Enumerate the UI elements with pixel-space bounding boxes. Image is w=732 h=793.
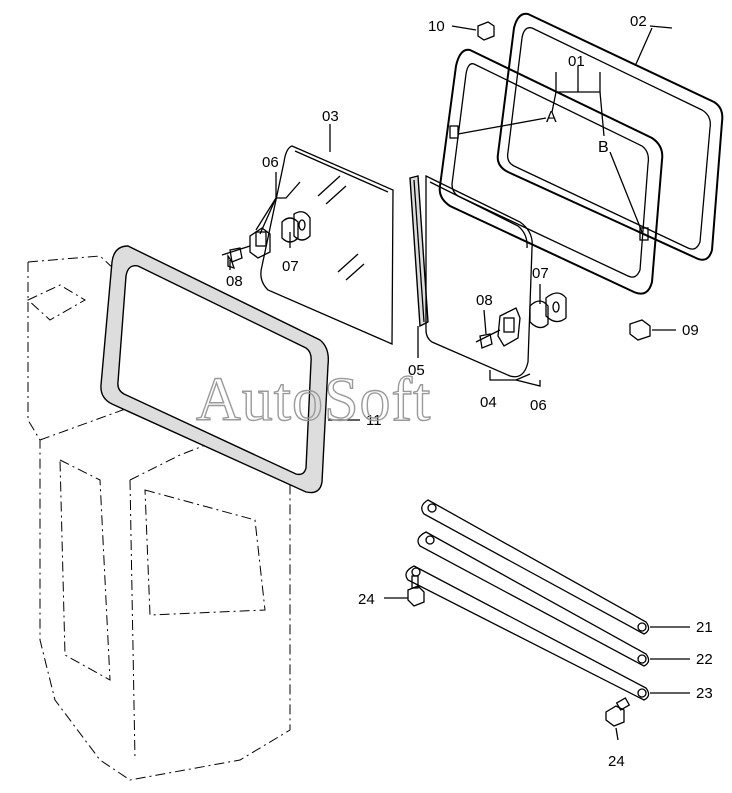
label-21: 21 [696, 619, 713, 636]
label-07-left: 07 [282, 258, 299, 275]
part-04-sliding-glass [425, 174, 533, 378]
label-11: 11 [366, 412, 382, 429]
label-22: 22 [696, 651, 713, 668]
label-06-left: 06 [262, 154, 279, 171]
label-09: 09 [682, 322, 699, 339]
part-03-glass [260, 145, 394, 345]
label-point-a: A [546, 109, 557, 126]
part-01-frame [438, 48, 664, 295]
part-05-seal-strip [409, 175, 429, 328]
label-24-lower: 24 [608, 753, 625, 770]
part-labels: 10 02 01 A B 03 06 07 08 07 08 09 05 04 … [226, 13, 713, 770]
part-11-window-seal [100, 245, 330, 494]
part-02-outer-seal [496, 12, 724, 261]
bolt-24-upper [407, 575, 425, 607]
label-23: 23 [696, 685, 713, 702]
bolt-24-lower [605, 697, 631, 727]
stays-21-22-23 [405, 499, 650, 701]
label-05: 05 [408, 362, 425, 379]
label-04: 04 [480, 394, 497, 411]
watermark: AutoSoft [196, 366, 431, 434]
right-cover-07 [529, 292, 567, 329]
leader-lines [229, 25, 690, 741]
label-07-right: 07 [532, 265, 549, 282]
label-08-left: 08 [226, 273, 243, 290]
label-point-b: B [598, 139, 609, 156]
label-10: 10 [428, 18, 445, 35]
part-09-block [629, 319, 651, 341]
label-03: 03 [322, 108, 339, 125]
part-10-block [477, 21, 495, 41]
label-08-right: 08 [476, 292, 493, 309]
label-02: 02 [630, 13, 647, 30]
label-01: 01 [568, 53, 585, 70]
label-06-right: 06 [530, 397, 547, 414]
label-24-upper: 24 [358, 591, 375, 608]
